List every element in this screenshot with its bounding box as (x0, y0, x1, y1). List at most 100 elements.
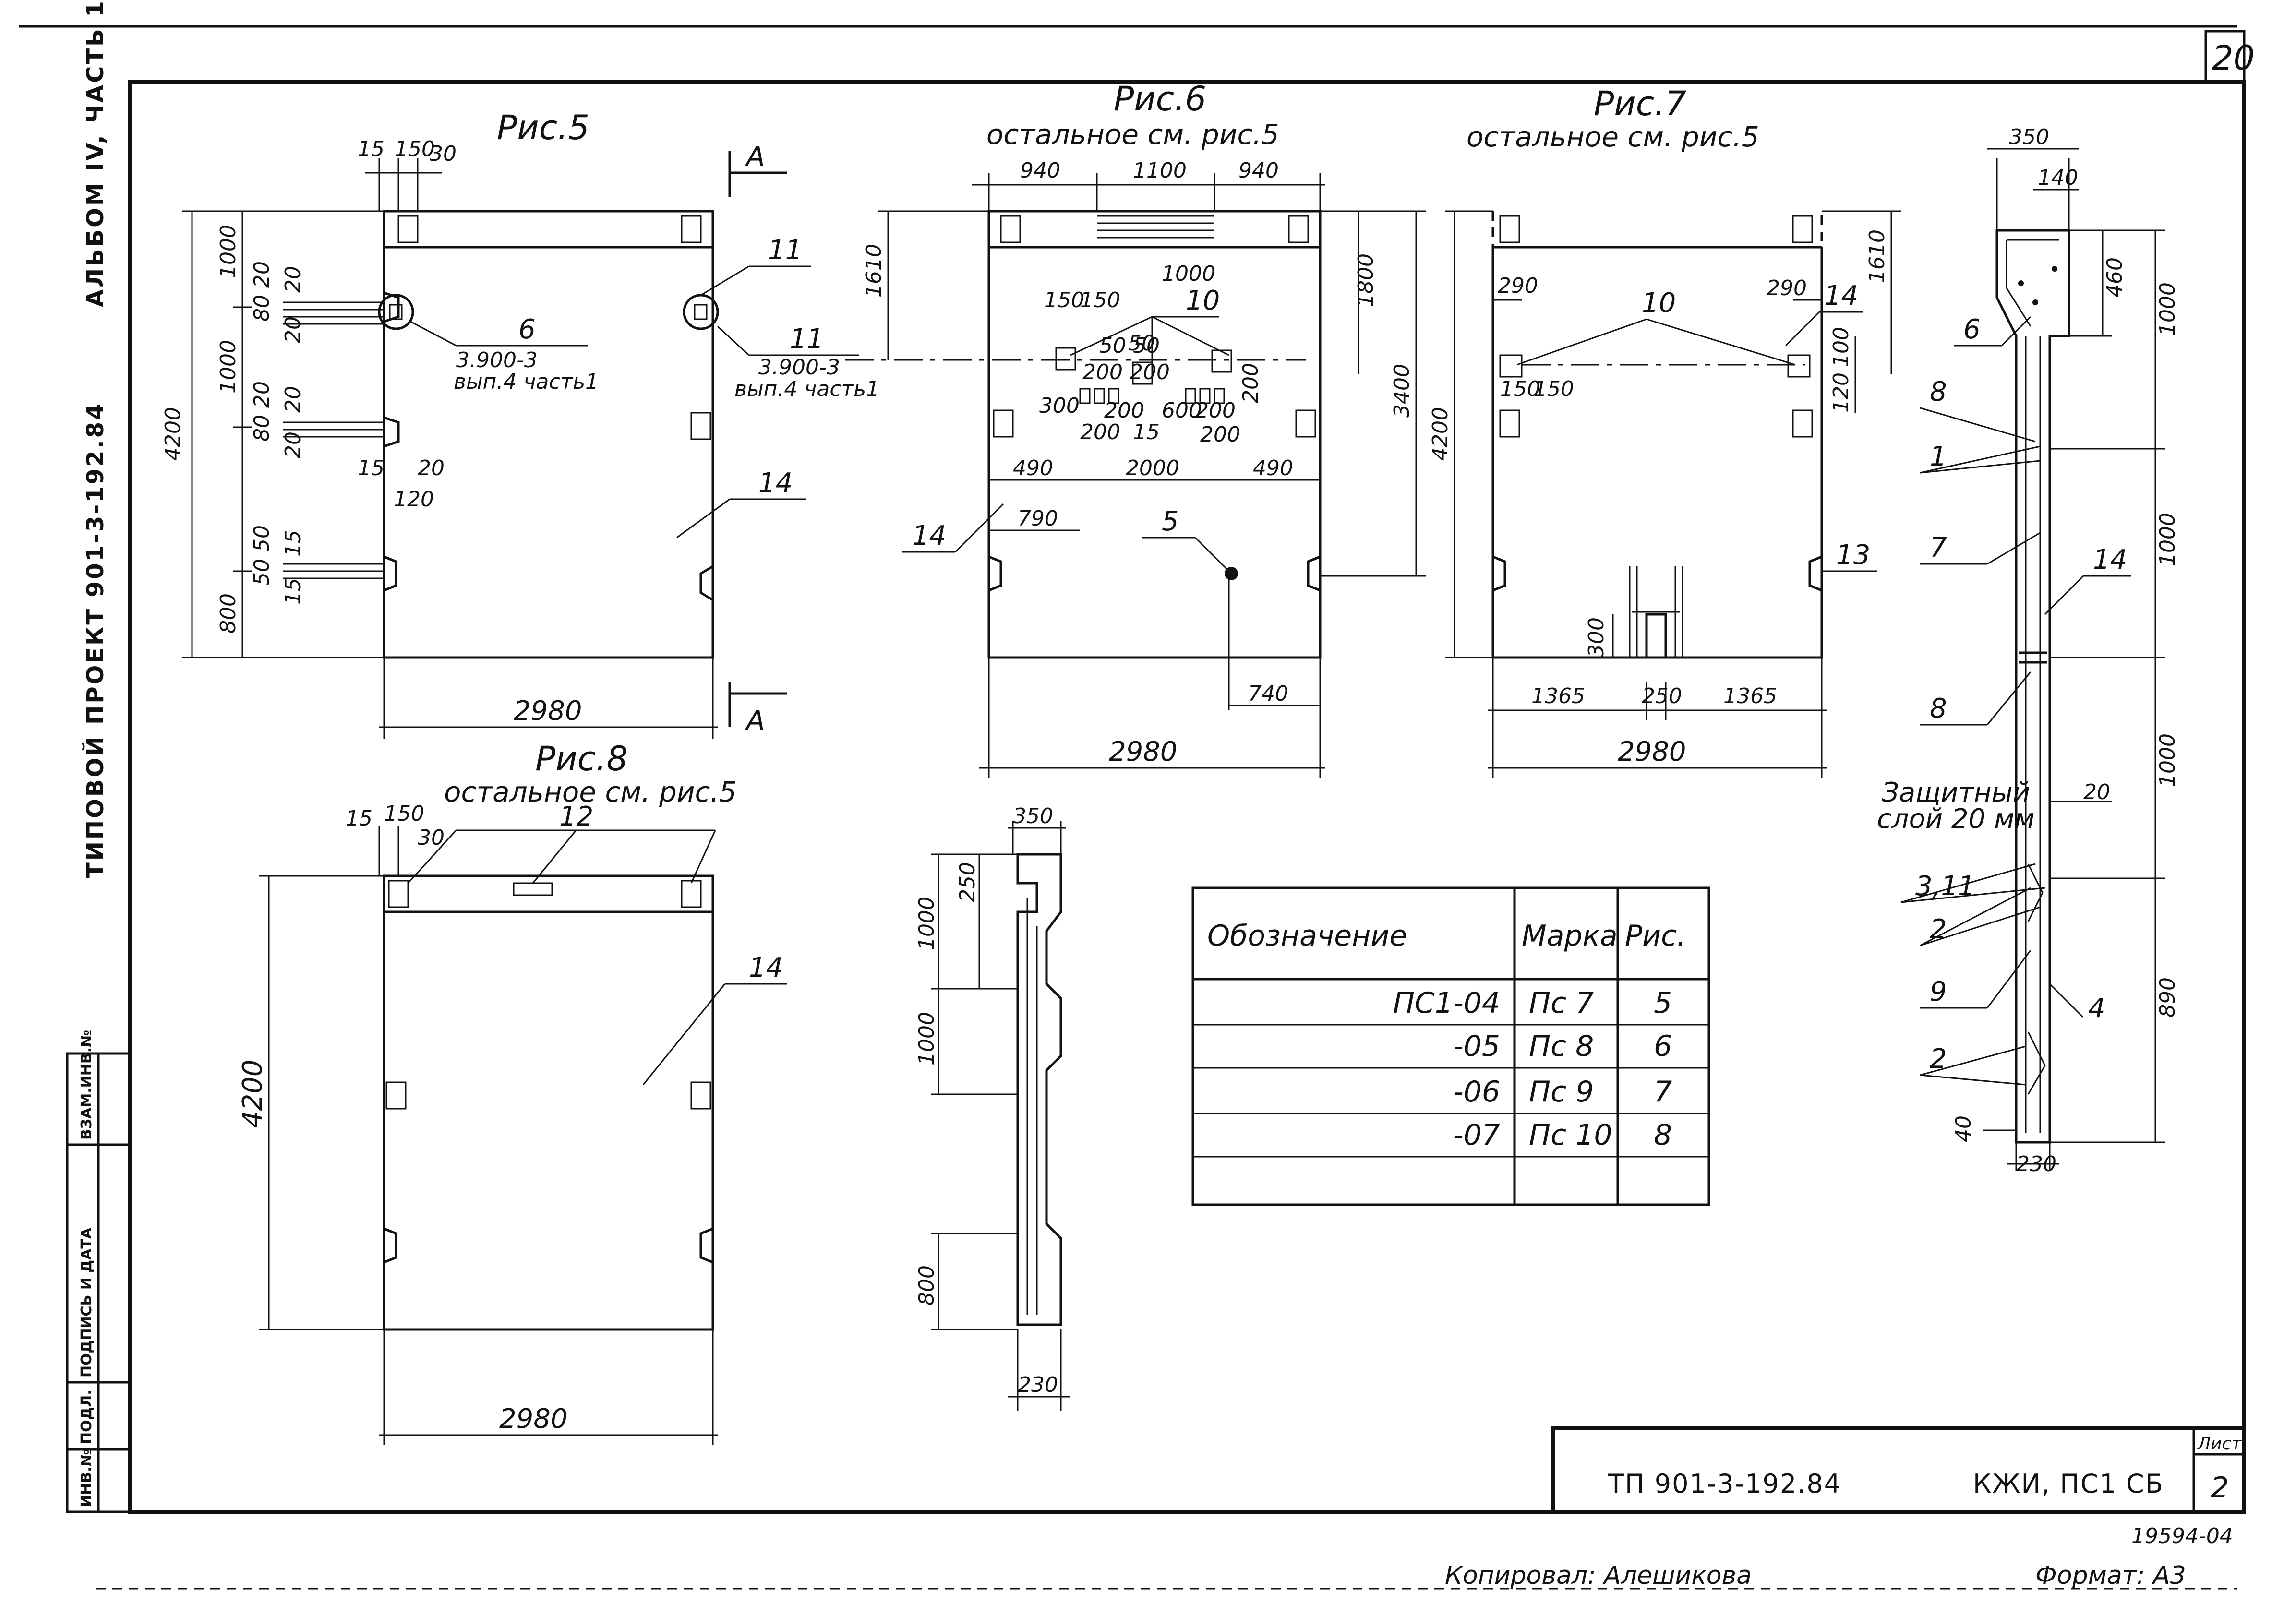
fig6-dim-790: 790 (1018, 506, 1058, 531)
fig5-ref11-line2: вып.4 часть1 (734, 377, 879, 401)
title-block: ТП 901-3-192.84 КЖИ, ПС1 СБ Лист 2 (1551, 1426, 2246, 1514)
fig6-dim-2000: 2000 (1126, 456, 1179, 480)
table-cell-r4c1: -07 (1453, 1118, 1500, 1152)
fig5-dim-v3: 800 (216, 593, 240, 634)
fig6-dim-940a: 940 (1020, 158, 1060, 183)
section-right-note-1: Защитный (1882, 777, 2030, 808)
fig5-dim-15b: 15 (281, 578, 305, 605)
section-right-callout-8b: 8 (1930, 693, 1947, 724)
footer: 19594-04 Копировал: Алешикова Формат: А3 (96, 1524, 2237, 1590)
fig8-dim-15: 15 (346, 806, 373, 831)
title-sheet-number: 2 (2211, 1471, 2229, 1505)
fig5-callout-11a: 11 (768, 235, 802, 266)
fig6-dim-940b: 940 (1238, 158, 1279, 183)
fig7-dim-100: 100 (1829, 327, 1853, 367)
fig7-dim-290a: 290 (1498, 274, 1538, 298)
fig5-dim-20b: 20 (281, 316, 305, 343)
section-small-dim-230: 230 (1018, 1373, 1058, 1397)
table-cell-r3c1: -06 (1453, 1075, 1500, 1109)
fig5-dim-top-30: 30 (430, 142, 457, 166)
footer-copied: Копировал: Алешикова (1445, 1561, 1752, 1590)
fig5-dim-15a: 15 (281, 530, 305, 557)
section-right-callout-14: 14 (2093, 544, 2127, 575)
section-small-dim-800: 800 (914, 1265, 939, 1305)
table-cell-r1c1: ПС1-04 (1393, 986, 1500, 1020)
table-cell-r2c2: Пс 8 (1529, 1029, 1594, 1063)
section-right-callout-7: 7 (1930, 532, 1947, 563)
section-right-dim-1000a: 1000 (2155, 282, 2180, 336)
fig6-dim-300: 300 (1039, 394, 1080, 418)
fig7-dim-1365b: 1365 (1723, 684, 1777, 708)
table-cell-r1c2: Пс 7 (1529, 986, 1594, 1020)
album-vertical-title: АЛЬБОМ IV, ЧАСТЬ 1 (82, 0, 109, 307)
fig6-dim-200c: 200 (1195, 398, 1236, 423)
fig5-dim-20c: 20 (281, 386, 305, 413)
spec-table: Обозначение Марка Рис. ПС1-04 Пс 7 5 -05… (1191, 886, 1710, 1206)
fig5-title: Рис.5 (497, 108, 589, 147)
fig5-section-top: А (745, 141, 765, 172)
title-mark: КЖИ, ПС1 СБ (1973, 1469, 2164, 1499)
fig7-dim-150a: 150 (1500, 377, 1540, 401)
fig6-dim-490b: 490 (1253, 456, 1293, 480)
fig7-dim-4200: 4200 (1428, 407, 1453, 461)
fig5-callout-11b: 11 (790, 323, 824, 355)
table-cell-r1c3: 5 (1654, 986, 1672, 1020)
fig7-dim-300: 300 (1584, 617, 1609, 658)
fig5-dim-4200: 4200 (161, 407, 185, 461)
section-small-dim-250: 250 (955, 862, 980, 902)
fig6-dim-1610: 1610 (862, 244, 886, 298)
section-right-note-2: слой 20 мм (1877, 803, 2035, 835)
fig5-dim-8020b: 80 20 (250, 381, 274, 442)
fig7-dim-2980: 2980 (1618, 736, 1686, 767)
fig5-dim-20a: 20 (281, 266, 305, 293)
section-right-dim-140: 140 (2038, 166, 2078, 190)
fig5-dim-v1: 1000 (216, 225, 240, 278)
side-cell-vzam: ВЗАМ.ИНВ.№ (78, 1030, 95, 1140)
fig7-dim-1365a: 1365 (1531, 684, 1585, 708)
fig5-ref11-line1: 3.900-3 (758, 355, 840, 380)
fig8-subtitle: остальное см. рис.5 (444, 776, 737, 808)
section-right-dim-1000b: 1000 (2155, 513, 2180, 566)
section-right-dim-350: 350 (2009, 125, 2049, 149)
section-right-callout-2b: 2 (1930, 1043, 1947, 1075)
side-cell-sign: ПОДПИСЬ И ДАТА (78, 1227, 95, 1377)
section-small-dim-1000a: 1000 (914, 897, 939, 950)
sheet-frame: 20 (19, 25, 2255, 1514)
section-right-dim-40: 40 (1951, 1115, 1976, 1142)
fig5-dim-8020a: 80 20 (250, 261, 274, 322)
fig6-dim-150a: 150 (1044, 288, 1084, 312)
fig7-callout-14: 14 (1824, 280, 1858, 311)
table-cell-r4c2: Пс 10 (1529, 1118, 1612, 1152)
section-right-callout-1: 1 (1930, 441, 1947, 472)
section-right-callout-2a: 2 (1930, 914, 1947, 945)
table-cell-r2c3: 6 (1654, 1029, 1672, 1063)
fig8-dim-2980: 2980 (499, 1403, 568, 1435)
fig5-ref6-line1: 3.900-3 (456, 348, 538, 372)
fig7-callout-10: 10 (1642, 287, 1676, 319)
fig7-dim-290b: 290 (1767, 276, 1807, 300)
fig6-dim-3400: 3400 (1390, 364, 1414, 418)
title-doc-code: ТП 901-3-192.84 (1608, 1469, 1841, 1499)
fig8-callout-12: 12 (559, 801, 593, 832)
section-right: 350 140 460 1000 1000 1000 890 230 40 20… (1877, 125, 2180, 1176)
project-vertical-title: ТИПОВОЙ ПРОЕКТ 901-3-192.84 (82, 402, 109, 878)
section-right-dim-460: 460 (2103, 257, 2127, 298)
fig6-title: Рис.6 (1114, 79, 1206, 119)
fig5-dim-120: 120 (394, 487, 434, 512)
section-right-dim-1000c: 1000 (2155, 733, 2180, 787)
fig5-callout-14: 14 (758, 467, 793, 499)
fig7-dim-250: 250 (1642, 684, 1682, 708)
section-right-callout-8a: 8 (1930, 376, 1947, 407)
fig8-title: Рис.8 (535, 739, 628, 778)
fig5-dim-15c: 15 (358, 456, 385, 480)
fig6-callout-5: 5 (1162, 506, 1179, 537)
fig6-dim-50: 50 (1128, 331, 1155, 356)
fig6-dim-1000: 1000 (1162, 262, 1215, 286)
figure-6: Рис.6 остальное см. рис.5 940 1100 (845, 79, 1426, 778)
fig6-callout-10: 10 (1186, 285, 1220, 316)
fig6-dim-200200: 200 200 (1082, 360, 1170, 384)
table-cell-r3c2: Пс 9 (1529, 1075, 1594, 1109)
fig6-dim-740: 740 (1248, 682, 1288, 706)
table-header-mark: Марка (1522, 919, 1618, 953)
